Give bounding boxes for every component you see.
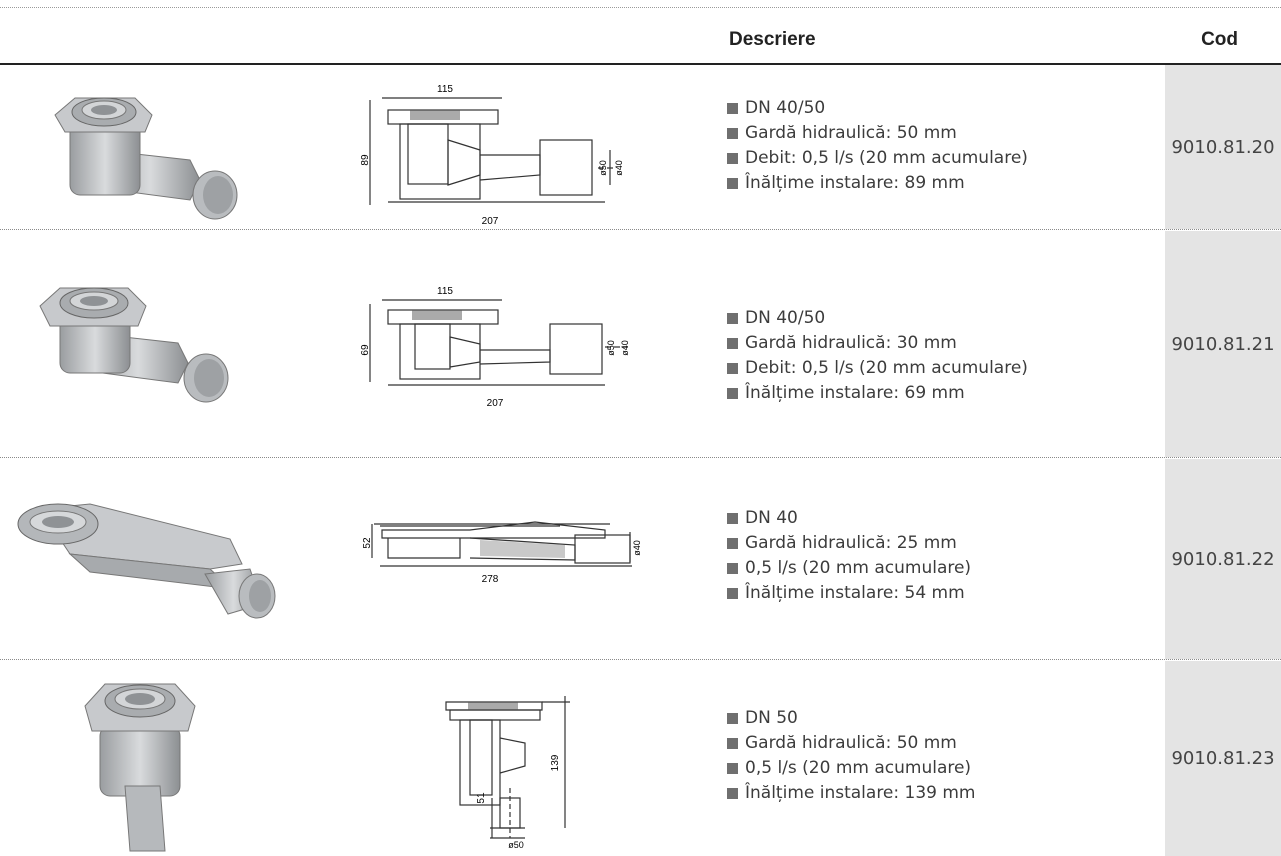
- header-rule: [0, 63, 1281, 65]
- dim-height: 89: [360, 154, 371, 166]
- dim-d1: ø40: [632, 540, 642, 556]
- row-separator: [0, 457, 1281, 458]
- dim-outlet: 51: [476, 792, 487, 804]
- list-item: Înălțime instalare: 139 mm: [727, 781, 976, 806]
- header-description: Descriere: [729, 29, 816, 50]
- list-item: DN 40: [727, 506, 971, 531]
- description-list: DN 40/50 Gardă hidraulică: 50 mm Debit: …: [727, 96, 1028, 196]
- dim-d2: ø40: [620, 340, 630, 356]
- code-cell: 9010.81.22: [1165, 459, 1281, 659]
- list-item: Gardă hidraulică: 50 mm: [727, 121, 1028, 146]
- shower-drain-photo-icon: [54, 97, 238, 220]
- shower-drain-photo-icon: [17, 503, 276, 619]
- dim-height: 69: [360, 344, 371, 356]
- code-cell: 9010.81.20: [1165, 65, 1281, 229]
- list-item: 0,5 l/s (20 mm acumulare): [727, 756, 976, 781]
- top-dotted-line: [0, 7, 1281, 8]
- technical-drawing-icon: 139 51 ø50: [445, 696, 570, 850]
- description-list: DN 40/50 Gardă hidraulică: 30 mm Debit: …: [727, 306, 1028, 406]
- list-item: Gardă hidraulică: 30 mm: [727, 331, 1028, 356]
- list-item: Înălțime instalare: 54 mm: [727, 581, 971, 606]
- product-code: 9010.81.23: [1171, 748, 1275, 769]
- technical-drawing-icon: 115 89 207 ø50 ø40: [360, 84, 624, 227]
- dim-d2: ø40: [614, 160, 624, 176]
- dim-d1: ø50: [598, 160, 608, 176]
- code-cell: 9010.81.23: [1165, 661, 1281, 856]
- shower-drain-photo-icon: [84, 683, 196, 852]
- list-item: DN 40/50: [727, 306, 1028, 331]
- product-code: 9010.81.20: [1171, 136, 1275, 158]
- dim-length: 207: [487, 398, 504, 409]
- list-item: DN 40/50: [727, 96, 1028, 121]
- list-item: 0,5 l/s (20 mm acumulare): [727, 556, 971, 581]
- dim-width: 115: [437, 84, 453, 95]
- list-item: Înălțime instalare: 69 mm: [727, 381, 1028, 406]
- dim-length: 207: [482, 216, 499, 227]
- table-header: Descriere Cod: [0, 24, 1281, 64]
- row-separator: [0, 229, 1281, 230]
- dim-height: 139: [550, 754, 561, 771]
- dim-height: 52: [362, 537, 373, 549]
- technical-drawing-icon: 52 278 ø40: [362, 521, 642, 585]
- list-item: Debit: 0,5 l/s (20 mm acumulare): [727, 146, 1028, 171]
- list-item: Înălțime instalare: 89 mm: [727, 171, 1028, 196]
- code-cell: 9010.81.21: [1165, 231, 1281, 457]
- dim-d1: ø50: [508, 840, 524, 850]
- list-item: Gardă hidraulică: 50 mm: [727, 731, 976, 756]
- description-list: DN 50 Gardă hidraulică: 50 mm 0,5 l/s (2…: [727, 706, 976, 806]
- list-item: Debit: 0,5 l/s (20 mm acumulare): [727, 356, 1028, 381]
- list-item: Gardă hidraulică: 25 mm: [727, 531, 971, 556]
- product-code: 9010.81.22: [1171, 548, 1275, 570]
- row-separator: [0, 659, 1281, 660]
- dim-width: 115: [437, 286, 453, 297]
- shower-drain-photo-icon: [39, 287, 229, 403]
- dim-d1: ø50: [606, 340, 616, 356]
- header-code: Cod: [1201, 29, 1238, 50]
- description-list: DN 40 Gardă hidraulică: 25 mm 0,5 l/s (2…: [727, 506, 971, 606]
- technical-drawing-icon: 115 69 207 ø50 ø40: [360, 286, 630, 409]
- dim-length: 278: [482, 574, 499, 585]
- list-item: DN 50: [727, 706, 976, 731]
- product-code: 9010.81.21: [1171, 333, 1275, 355]
